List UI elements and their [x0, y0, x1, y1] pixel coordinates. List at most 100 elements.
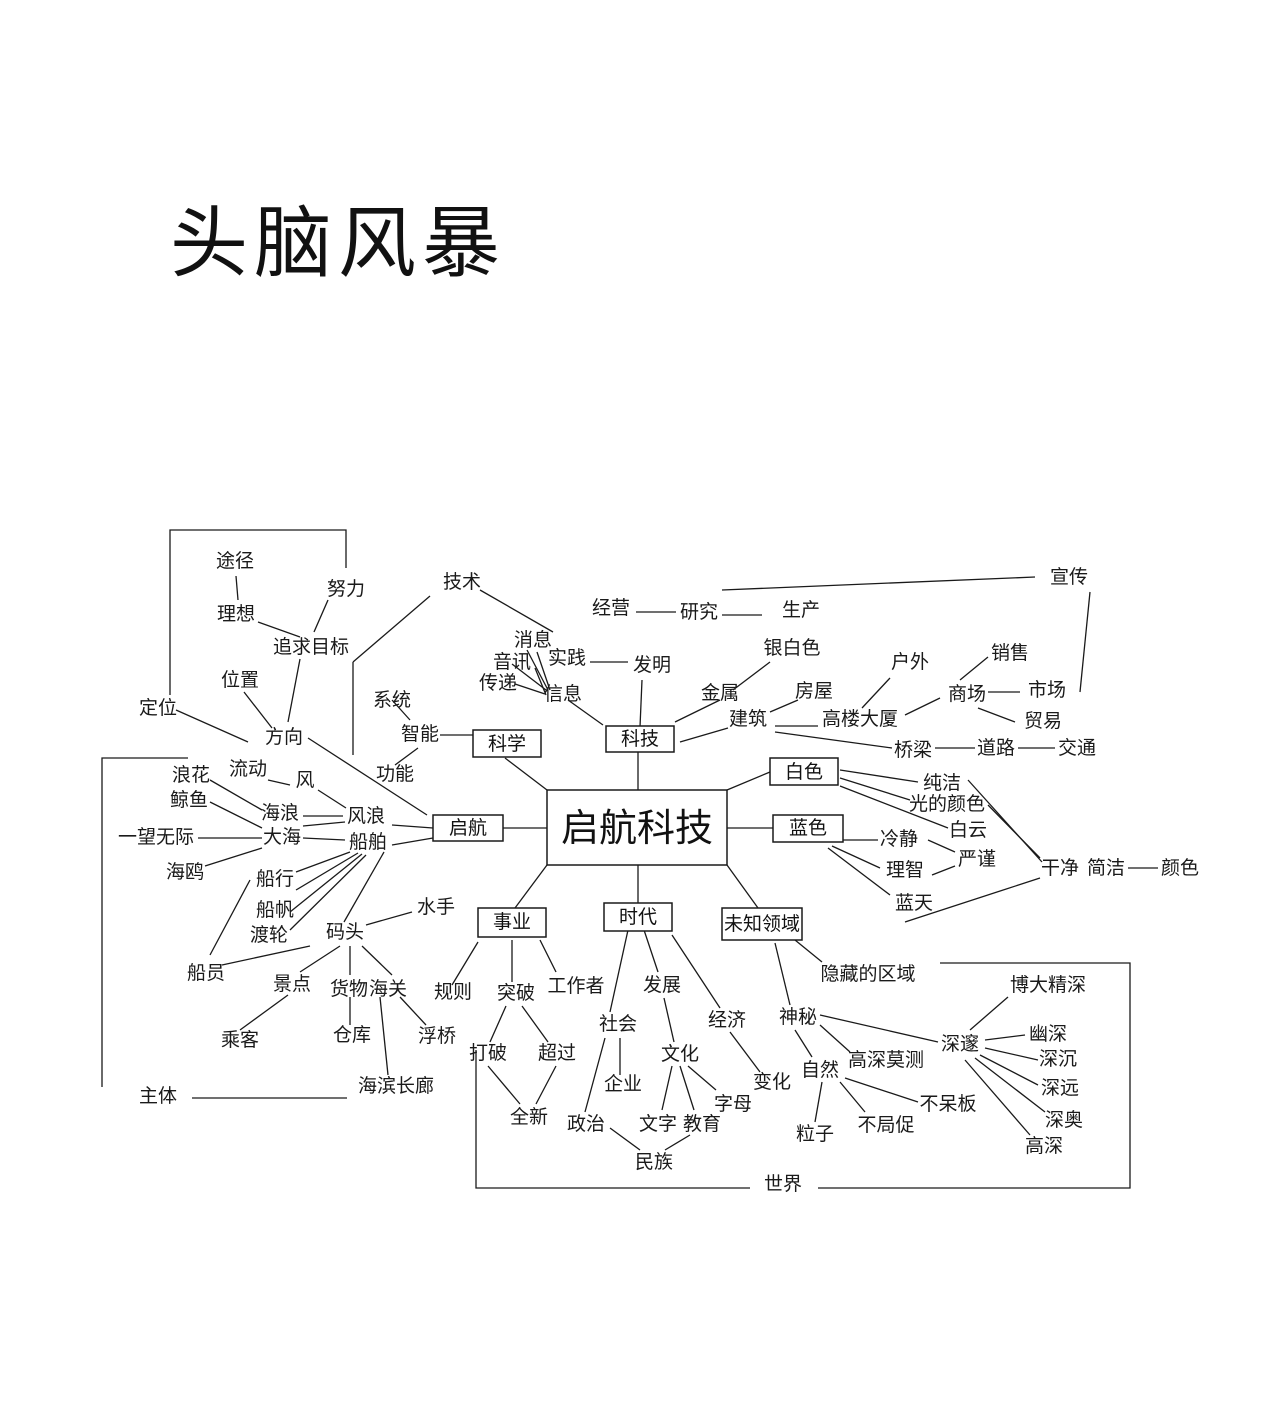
- term-lantian: 蓝天: [895, 892, 933, 914]
- hub-boxes: [432, 725, 844, 941]
- term-jiaotong: 交通: [1058, 737, 1096, 759]
- term-bujucu: 不局促: [857, 1114, 914, 1136]
- term-qiaoliang: 桥梁: [894, 739, 932, 761]
- term-xitong: 系统: [373, 689, 411, 711]
- term-yanse: 颜色: [1161, 857, 1199, 879]
- term-bodajingshen: 博大精深: [1010, 974, 1086, 996]
- term-bianhua: 变化: [753, 1071, 791, 1093]
- term-gongzuozhe: 工作者: [547, 975, 604, 997]
- term-jingyu: 鲸鱼: [170, 789, 208, 811]
- term-jingying: 经营: [592, 597, 630, 619]
- term-gaoshen: 高深: [1025, 1135, 1063, 1157]
- term-shehui: 社会: [599, 1013, 637, 1035]
- term-shensui: 深邃: [941, 1033, 979, 1055]
- term-hailang: 海浪: [261, 802, 299, 824]
- term-dulun: 渡轮: [250, 924, 288, 946]
- term-yiwang: 一望无际: [118, 826, 194, 848]
- term-lixiang: 理想: [217, 603, 255, 625]
- term-fenglang: 风浪: [347, 805, 385, 827]
- term-jingji: 经济: [708, 1009, 746, 1031]
- term-chaoguo: 超过: [538, 1042, 576, 1064]
- term-youshen: 幽深: [1029, 1023, 1067, 1045]
- term-yanjiu: 研究: [680, 601, 718, 623]
- term-guangde: 光的颜色: [909, 793, 985, 815]
- term-weizhi-pos: 位置: [221, 669, 259, 691]
- term-wenhua: 文化: [661, 1043, 699, 1065]
- term-qiye: 企业: [604, 1073, 642, 1095]
- term-shenchen: 深沉: [1039, 1048, 1077, 1070]
- term-yinbaise: 银白色: [763, 637, 820, 659]
- term-gaoshen-mo: 高深莫测: [848, 1049, 924, 1071]
- term-zhuiqiu: 追求目标: [273, 636, 349, 658]
- hub-box-weizhi: [721, 907, 803, 941]
- term-jinshu: 金属: [701, 682, 739, 704]
- term-zhengzhi: 政治: [567, 1113, 605, 1135]
- term-tujing: 途径: [216, 550, 254, 572]
- hub-box-lanse: [772, 814, 844, 843]
- term-dingwei: 定位: [139, 697, 177, 719]
- term-gongneng: 功能: [376, 763, 414, 785]
- hub-baise: 白色: [785, 761, 823, 783]
- hub-lanse: 蓝色: [789, 817, 827, 839]
- term-fangxiang: 方向: [265, 726, 303, 748]
- term-jiaoyu: 教育: [683, 1113, 721, 1135]
- term-jianjie: 简洁: [1087, 857, 1125, 879]
- term-haibin: 海滨长廊: [358, 1075, 434, 1097]
- page-title: 头脑风暴: [170, 199, 507, 289]
- term-jingdian: 景点: [273, 973, 311, 995]
- term-lengjing: 冷静: [880, 828, 918, 850]
- center-box: [546, 789, 728, 866]
- term-tupo: 突破: [497, 982, 535, 1004]
- term-chuanbo: 船舶: [349, 831, 387, 853]
- term-budaiban: 不呆板: [919, 1093, 976, 1115]
- term-langhua: 浪花: [172, 764, 210, 786]
- term-shangchang: 商场: [948, 683, 986, 705]
- hub-box-shidai: [603, 902, 673, 932]
- term-yincang: 隐藏的区域: [820, 963, 915, 985]
- center-label: 启航科技: [561, 806, 713, 850]
- term-shenyuan: 深远: [1041, 1077, 1079, 1099]
- term-yanjin: 严谨: [958, 848, 996, 870]
- term-shijian: 实践: [548, 647, 586, 669]
- hub-shiye: 事业: [493, 911, 531, 933]
- term-fami: 发明: [633, 654, 671, 676]
- term-huowu: 货物: [330, 978, 368, 1000]
- hub-shidai: 时代: [619, 906, 657, 928]
- term-haiguan: 海关: [369, 978, 407, 1000]
- term-gaolou: 高楼大厦: [822, 708, 898, 730]
- term-maoyi: 贸易: [1024, 710, 1062, 732]
- hub-kexue: 科学: [488, 733, 526, 755]
- term-chuanfan: 船帆: [256, 899, 294, 921]
- hub-weizhi: 未知领域: [724, 913, 800, 935]
- term-lizhi: 理智: [886, 859, 924, 881]
- term-feng: 风: [295, 769, 314, 791]
- term-shuishou: 水手: [417, 896, 455, 918]
- term-ganjing: 干净: [1041, 857, 1079, 879]
- term-zhuti: 主体: [139, 1085, 177, 1107]
- term-ziran: 自然: [801, 1059, 839, 1081]
- term-guize: 规则: [434, 981, 472, 1003]
- hub-qihang: 启航: [449, 817, 487, 839]
- term-xiaoxi: 消息: [514, 629, 552, 651]
- term-fazhan: 发展: [643, 974, 681, 996]
- term-baiyun: 白云: [949, 819, 987, 841]
- term-huwai: 户外: [891, 651, 929, 673]
- hub-box-kexue: [472, 729, 542, 758]
- hub-box-qihang: [432, 814, 504, 842]
- term-chuandi: 传递: [479, 672, 517, 694]
- hub-box-keji: [605, 725, 675, 753]
- term-chengke: 乘客: [221, 1029, 259, 1051]
- term-xiaoshou: 销售: [991, 642, 1029, 664]
- term-nuli: 努力: [327, 578, 365, 600]
- term-wenzi: 文字: [639, 1113, 677, 1135]
- term-xuanchuan: 宣传: [1050, 566, 1088, 588]
- term-lizi: 粒子: [796, 1123, 834, 1145]
- term-shijie: 世界: [764, 1173, 802, 1195]
- term-daolu: 道路: [977, 737, 1015, 759]
- labels: 启航科技 启航 科学 科技 白色 蓝色 事业 时代 未知领域 途径 努力 理想 …: [118, 550, 1199, 1195]
- term-fangwu: 房屋: [795, 680, 833, 702]
- term-xinxi: 信息: [544, 683, 582, 705]
- hub-box-baise: [769, 757, 839, 786]
